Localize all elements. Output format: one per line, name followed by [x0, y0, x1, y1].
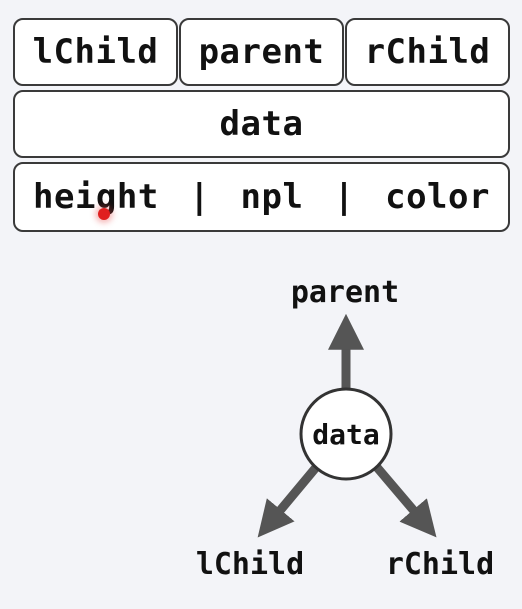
field-separator-1: | [189, 177, 211, 217]
field-rchild-label: rChild [364, 32, 491, 72]
field-npl-label: npl [240, 177, 304, 217]
arrow-to-rchild [371, 462, 437, 538]
field-data-label: data [219, 104, 304, 144]
data-node-label: data [312, 418, 379, 451]
field-height-label: height [33, 177, 159, 217]
field-lchild: lChild [13, 18, 178, 86]
field-lchild-label: lChild [32, 32, 159, 72]
field-color-label: color [385, 177, 490, 217]
field-separator-2: | [333, 177, 355, 217]
field-rchild: rChild [345, 18, 510, 86]
field-data: data [13, 90, 510, 158]
field-parent: parent [179, 18, 344, 86]
diagram-lchild-label: lChild [196, 547, 304, 582]
data-node-circle [299, 387, 393, 481]
mouse-cursor-indicator [98, 208, 110, 220]
field-parent-label: parent [198, 32, 325, 72]
field-meta: height | npl | color [13, 162, 510, 232]
diagram-rchild-label: rChild [386, 547, 494, 582]
arrow-to-lchild [257, 462, 322, 538]
diagram-parent-label: parent [291, 275, 399, 310]
